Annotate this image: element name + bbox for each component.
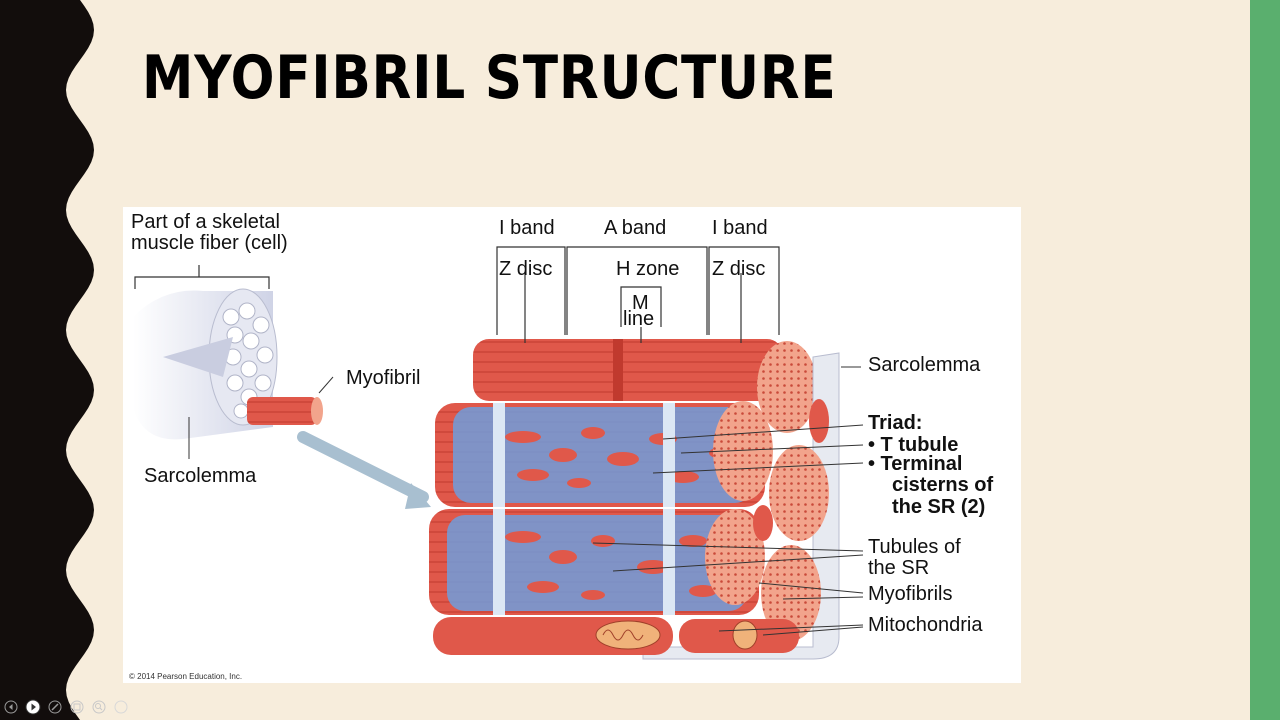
fiber-caption-line1: Part of a skeletal xyxy=(131,211,280,233)
top-myofibril xyxy=(473,339,817,433)
tubules-sr-label-1: Tubules of xyxy=(868,536,961,558)
a-band-label: A band xyxy=(604,217,667,239)
i-band-right-label: I band xyxy=(712,217,768,239)
fiber-caption-line2: muscle fiber (cell) xyxy=(131,232,288,254)
terminal-cisterns-label-2: cisterns of xyxy=(892,474,994,496)
tubules-sr-label-2: the SR xyxy=(868,557,930,579)
pen-icon[interactable] xyxy=(46,698,64,716)
right-leaders xyxy=(592,366,864,636)
diagram-artwork xyxy=(133,246,864,660)
terminal-cisterns-label-3: the SR (2) xyxy=(892,496,986,518)
myofibril-label: Myofibril xyxy=(346,367,421,389)
mitochondria-row xyxy=(433,617,799,655)
muscle-fiber-illustration xyxy=(133,288,431,509)
m-line-label-1: M xyxy=(632,292,649,314)
i-band-left-label: I band xyxy=(499,217,555,239)
mitochondria-label: Mitochondria xyxy=(868,614,983,636)
next-icon[interactable] xyxy=(24,698,42,716)
triad-label: Triad: xyxy=(868,412,923,434)
myofibril-leader xyxy=(318,376,334,394)
slideshow-controls xyxy=(2,697,130,717)
m-line-label-2: line xyxy=(623,308,655,330)
z-disc-right-label: Z disc xyxy=(712,258,766,280)
right-green-band xyxy=(1250,0,1280,720)
previous-icon[interactable] xyxy=(2,698,20,716)
lower-myofibril xyxy=(429,505,821,641)
sarcolemma-right-label: Sarcolemma xyxy=(868,354,981,376)
h-zone-label: H zone xyxy=(616,258,680,280)
zoom-icon[interactable] xyxy=(90,698,108,716)
t-tubule-label: • T tubule xyxy=(868,434,959,456)
myofibril-diagram: Part of a skeletal muscle fiber (cell) M… xyxy=(123,207,1021,683)
fiber-bracket xyxy=(134,265,270,289)
myofibrils-label: Myofibrils xyxy=(868,583,953,605)
terminal-cisterns-label-1: • Terminal xyxy=(868,453,963,475)
left-wavy-band xyxy=(0,0,94,720)
sarcolemma-left-label: Sarcolemma xyxy=(144,465,257,487)
slides-icon[interactable] xyxy=(68,698,86,716)
slide-title: MYOFIBRIL STRUCTURE xyxy=(142,43,837,113)
middle-myofibril xyxy=(435,399,829,541)
z-disc-left-label: Z disc xyxy=(499,258,553,280)
more-icon[interactable] xyxy=(112,698,130,716)
band-brackets xyxy=(496,246,780,343)
copyright-caption: © 2014 Pearson Education, Inc. xyxy=(129,672,243,681)
